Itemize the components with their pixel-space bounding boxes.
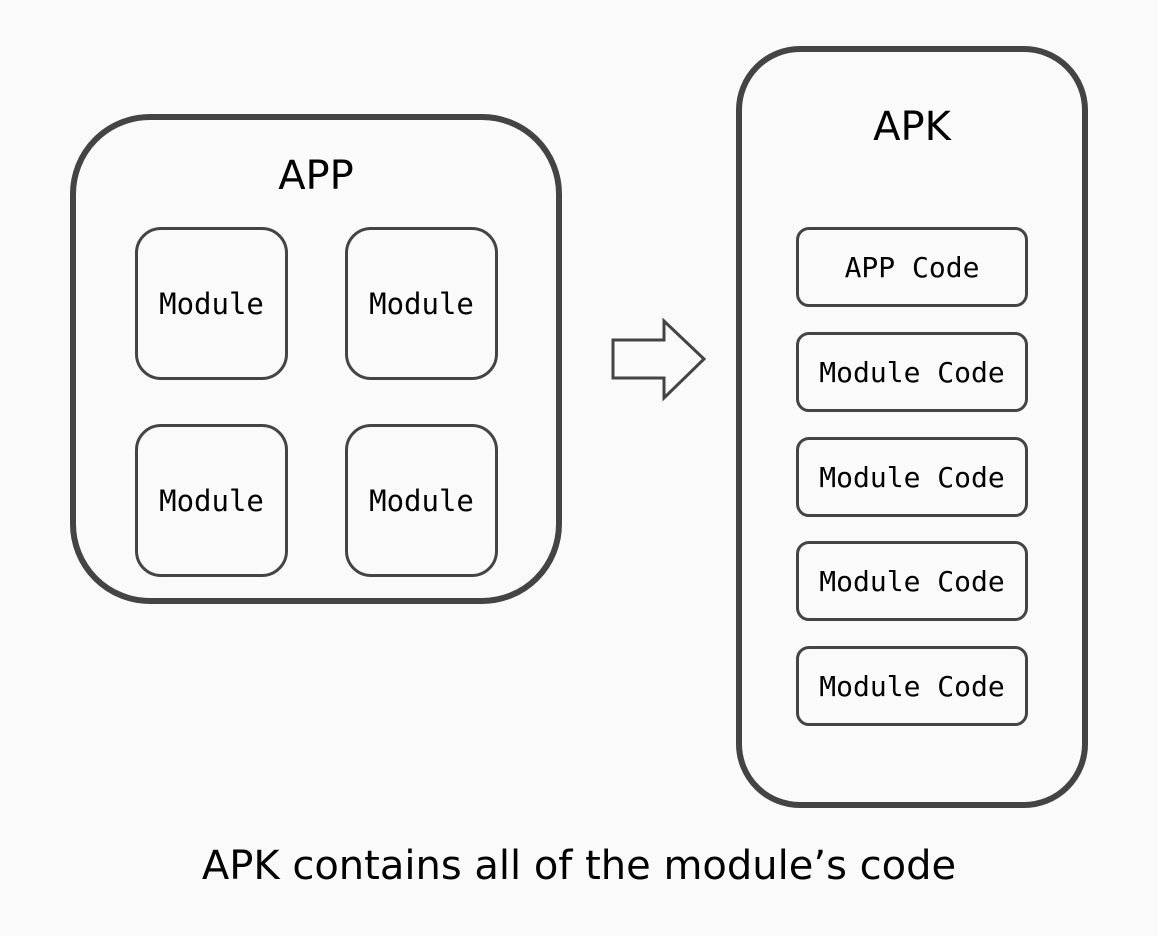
module-label: Module: [369, 286, 474, 321]
app-title: APP: [278, 153, 354, 199]
code-label: APP Code: [844, 250, 980, 284]
code-label: Module Code: [819, 564, 1005, 598]
app-code-box: APP Code: [796, 227, 1028, 307]
module-box-4: Module: [345, 424, 498, 577]
module-code-box-2: Module Code: [796, 437, 1028, 517]
module-label: Module: [159, 286, 264, 321]
module-box-1: Module: [135, 227, 288, 380]
arrow-shape: [611, 317, 707, 402]
code-label: Module Code: [819, 460, 1005, 494]
module-box-3: Module: [135, 424, 288, 577]
apk-title: APK: [873, 104, 951, 150]
module-code-box-4: Module Code: [796, 646, 1028, 726]
right-arrow-icon: [611, 317, 707, 402]
module-code-box-3: Module Code: [796, 541, 1028, 621]
module-box-2: Module: [345, 227, 498, 380]
code-label: Module Code: [819, 669, 1005, 703]
code-label: Module Code: [819, 355, 1005, 389]
module-label: Module: [369, 483, 474, 518]
module-label: Module: [159, 483, 264, 518]
diagram-caption: APK contains all of the module’s code: [201, 843, 957, 889]
module-code-box-1: Module Code: [796, 332, 1028, 412]
